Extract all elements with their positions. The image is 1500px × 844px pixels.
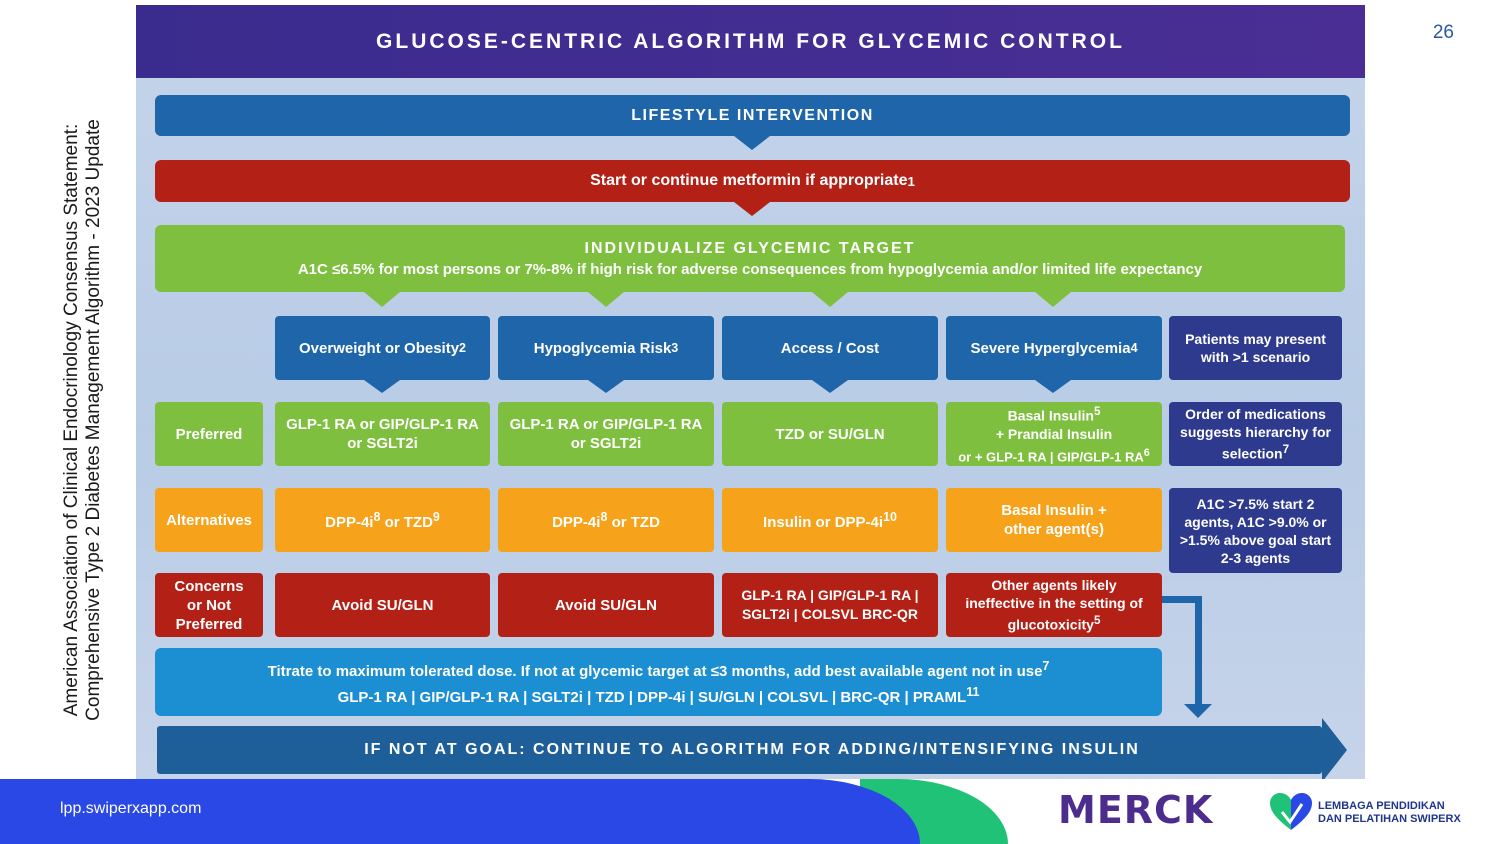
page-number: 26 xyxy=(1432,22,1454,43)
preferred-access-cost: TZD or SU/GLN xyxy=(722,402,938,466)
side-title: American Association of Clinical Endocri… xyxy=(58,80,108,760)
severe-connector-horizontal xyxy=(1162,596,1202,603)
header-pointer-4 xyxy=(1035,380,1071,393)
row-label-not-preferred: Concerns or Not Preferred xyxy=(155,573,263,637)
glycemic-target-title: INDIVIDUALIZE GLYCEMIC TARGET xyxy=(584,239,916,257)
footer-link[interactable]: lpp.swiperxapp.com xyxy=(60,800,202,817)
algorithm-title: GLUCOSE-CENTRIC ALGORITHM FOR GLYCEMIC C… xyxy=(136,5,1365,78)
alternatives-hypoglycemia: DPP-4i8 or TZD xyxy=(498,488,714,552)
preferred-obesity: GLP-1 RA or GIP/GLP-1 RA or SGLT2i xyxy=(275,402,490,466)
lifestyle-pointer xyxy=(734,136,770,150)
goal-arrow-text: IF NOT AT GOAL: CONTINUE TO ALGORITHM FO… xyxy=(364,741,1140,758)
alternatives-obesity: DPP-4i8 or TZD9 xyxy=(275,488,490,552)
glycemic-target-text: A1C ≤6.5% for most persons or 7%-8% if h… xyxy=(297,260,1203,278)
header-pointer-3 xyxy=(812,380,848,393)
merck-logo: MERCK xyxy=(1058,788,1214,832)
titrate-line2: GLP-1 RA | GIP/GLP-1 RA | SGLT2i | TZD |… xyxy=(337,689,967,706)
goal-arrow-head xyxy=(1322,718,1347,779)
severe-connector-vertical xyxy=(1195,596,1202,704)
target-pointer-4 xyxy=(1035,292,1071,307)
not-preferred-severe-hyperglycemia: Other agents likely ineffective in the s… xyxy=(946,573,1162,637)
metformin-band: Start or continue metformin if appropria… xyxy=(155,160,1350,202)
not-preferred-access-cost: GLP-1 RA | GIP/GLP-1 RA | SGLT2i | COLSV… xyxy=(722,573,938,637)
swiperx-heart-logo-icon xyxy=(1270,793,1312,830)
preferred-hypoglycemia: GLP-1 RA or GIP/GLP-1 RA or SGLT2i xyxy=(498,402,714,466)
swiperx-logo-text: LEMBAGA PENDIDIKAN DAN PELATIHAN SWIPERX xyxy=(1318,800,1461,825)
not-preferred-hypoglycemia: Avoid SU/GLN xyxy=(498,573,714,637)
header-pointer-2 xyxy=(588,380,624,393)
row-label-preferred: Preferred xyxy=(155,402,263,466)
algorithm-slide: GLUCOSE-CENTRIC ALGORITHM FOR GLYCEMIC C… xyxy=(136,5,1365,779)
target-pointer-2 xyxy=(588,292,624,307)
goal-arrow-body xyxy=(157,726,1322,774)
metformin-sup: 1 xyxy=(907,173,915,189)
target-pointer-3 xyxy=(812,292,848,307)
glycemic-target-band: INDIVIDUALIZE GLYCEMIC TARGET A1C ≤6.5% … xyxy=(155,225,1345,292)
alternatives-severe-hyperglycemia: Basal Insulin + other agent(s) xyxy=(946,488,1162,552)
titrate-line1: Titrate to maximum tolerated dose. If no… xyxy=(267,663,1043,680)
metformin-pointer xyxy=(734,202,770,216)
a1c-start-agents-note: A1C >7.5% start 2 agents, A1C >9.0% or >… xyxy=(1169,488,1342,573)
not-preferred-obesity: Avoid SU/GLN xyxy=(275,573,490,637)
side-title-line2: Comprehensive Type 2 Diabetes Management… xyxy=(83,119,105,721)
alternatives-access-cost: Insulin or DPP-4i10 xyxy=(722,488,938,552)
metformin-text: Start or continue metformin if appropria… xyxy=(590,172,908,189)
severe-connector-arrowhead xyxy=(1184,704,1212,718)
preferred-severe-hyperglycemia: Basal Insulin5 + Prandial Insulin or + G… xyxy=(946,402,1162,466)
multi-scenario-note: Patients may present with >1 scenario xyxy=(1169,316,1342,380)
target-pointer-1 xyxy=(364,292,400,307)
side-title-line1: American Association of Clinical Endocri… xyxy=(61,123,83,717)
hierarchy-note: Order of medications suggests hierarchy … xyxy=(1169,402,1342,466)
header-pointer-1 xyxy=(364,380,400,393)
row-label-alternatives: Alternatives xyxy=(155,488,263,552)
lifestyle-intervention-band: LIFESTYLE INTERVENTION xyxy=(155,95,1350,136)
titrate-band: Titrate to maximum tolerated dose. If no… xyxy=(155,648,1162,716)
footer-bar xyxy=(0,779,920,844)
column-header-access-cost: Access / Cost xyxy=(722,316,938,380)
